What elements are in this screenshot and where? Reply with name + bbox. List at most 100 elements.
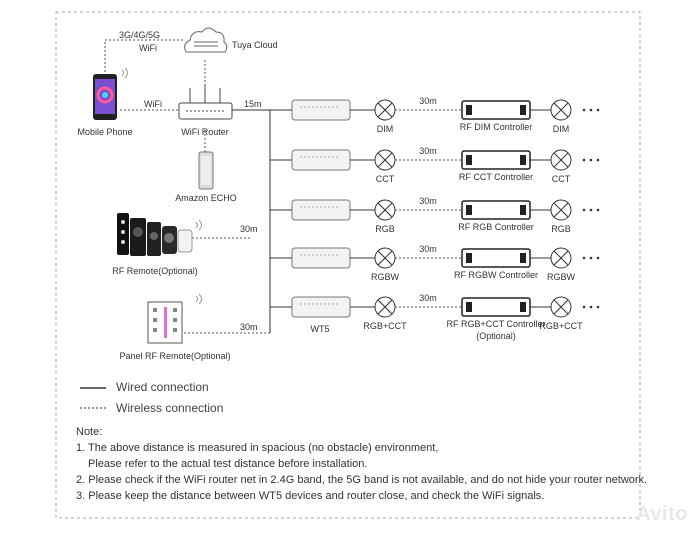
rf-controller-icon (461, 248, 531, 268)
controller-label: RF RGB Controller (458, 222, 534, 232)
controller-label: RF DIM Controller (459, 122, 533, 132)
light-label: RGB (551, 224, 571, 234)
light-bulb-icon (550, 247, 572, 269)
note-1: 1. The above distance is measured in spa… (76, 442, 439, 454)
rf-controller-terminal (520, 302, 526, 312)
panel-remote-icon (147, 301, 183, 344)
continuation-dot (582, 256, 586, 260)
cloud-icon (184, 27, 228, 53)
legend-lines (80, 387, 106, 409)
light-label: RGB+CCT (363, 321, 407, 331)
distance-label: 30m (240, 224, 258, 234)
router-label: WiFi Router (181, 127, 229, 137)
light-bulb-icon (550, 99, 572, 121)
light-label: CCT (375, 174, 395, 184)
wifi-signal-icon (195, 293, 202, 305)
continuation-dot (582, 108, 586, 112)
light-bulb-icon (374, 296, 396, 318)
note-1b: Please refer to the actual test distance… (88, 458, 368, 470)
receiver-module-icon (291, 247, 351, 269)
rf-controller-icon (461, 297, 531, 317)
light-label: DIM (552, 124, 570, 134)
notes-title: Note: (76, 426, 103, 438)
rf-controller-terminal (466, 105, 472, 115)
distance-label: 30m (240, 322, 258, 332)
phone-link-label: WiFi (144, 99, 162, 109)
distance-label: 30m (419, 196, 437, 206)
distance-label: 30m (419, 293, 437, 303)
rf-controller-icon (461, 150, 531, 170)
rf-controller-icon (461, 100, 531, 120)
echo-icon (198, 151, 214, 190)
light-label: DIM (376, 124, 394, 134)
panel-label: Panel RF Remote(Optional) (119, 351, 231, 361)
phone-icon (93, 74, 117, 120)
continuation-dot (582, 158, 586, 162)
note-2: 2. Please check if the WiFi router net i… (76, 474, 648, 486)
receiver-label: WT5 (310, 324, 330, 334)
controller-note-label: (Optional) (476, 331, 516, 341)
cloud-label: Tuya Cloud (232, 40, 278, 50)
diagram-frame (55, 11, 641, 519)
light-bulb-icon (374, 99, 396, 121)
continuation-dot (596, 208, 600, 212)
receiver-module-icon (291, 99, 351, 121)
continuation-dot (589, 108, 593, 112)
rf-controller-terminal (466, 205, 472, 215)
watermark: Avito (636, 503, 688, 525)
continuation-dot (582, 208, 586, 212)
router-icon (178, 84, 233, 120)
continuation-dot (589, 305, 593, 309)
rf-controller-terminal (520, 253, 526, 263)
controller-label: RF CCT Controller (458, 172, 534, 182)
distance-label: 30m (419, 146, 437, 156)
continuation-dot (582, 305, 586, 309)
legend-wired-label: Wired connection (116, 380, 209, 394)
wifi-signal-icon (121, 67, 128, 79)
light-bulb-icon (374, 199, 396, 221)
legend-wireless-label: Wireless connection (116, 401, 224, 415)
controller-rows (291, 99, 600, 318)
distance-label: 30m (419, 96, 437, 106)
cloud-link-label: WiFi (139, 43, 157, 53)
wired-bus (232, 109, 292, 333)
light-label: RGBW (547, 272, 575, 282)
light-label: RGB+CCT (539, 321, 583, 331)
note-3: 3. Please keep the distance between WT5 … (76, 490, 545, 502)
receiver-module-icon (291, 296, 351, 318)
remote-label: RF Remote(Optional) (112, 266, 198, 276)
notes: Note: 1. The above distance is measured … (76, 424, 647, 504)
rf-controller-terminal (520, 155, 526, 165)
rf-controller-terminal (520, 105, 526, 115)
controller-label: RF RGB+CCT Controller (446, 319, 546, 329)
rf-controller-terminal (520, 205, 526, 215)
light-bulb-icon (550, 199, 572, 221)
rf-controller-terminal (466, 253, 472, 263)
receiver-module-icon (291, 199, 351, 221)
continuation-dot (589, 256, 593, 260)
continuation-dot (589, 158, 593, 162)
wireless-links (104, 39, 270, 334)
continuation-dot (596, 158, 600, 162)
rf-controller-terminal (466, 155, 472, 165)
light-label: RGB (375, 224, 395, 234)
echo-label: Amazon ECHO (175, 193, 237, 203)
cloud-link-label: 3G/4G/5G (119, 30, 161, 40)
phone-label: Mobile Phone (77, 127, 133, 137)
rf-controller-icon (461, 200, 531, 220)
rf-controller-terminal (466, 302, 472, 312)
light-bulb-icon (550, 149, 572, 171)
light-bulb-icon (374, 247, 396, 269)
continuation-dot (596, 108, 600, 112)
rf-remote-icon (117, 213, 193, 256)
light-bulb-icon (550, 296, 572, 318)
continuation-dot (596, 256, 600, 260)
wifi-signal-icon (195, 219, 202, 231)
continuation-dot (589, 208, 593, 212)
light-label: RGBW (371, 272, 399, 282)
distance-label: 30m (419, 244, 437, 254)
receiver-module-icon (291, 149, 351, 171)
continuation-dot (596, 305, 600, 309)
light-label: CCT (551, 174, 571, 184)
